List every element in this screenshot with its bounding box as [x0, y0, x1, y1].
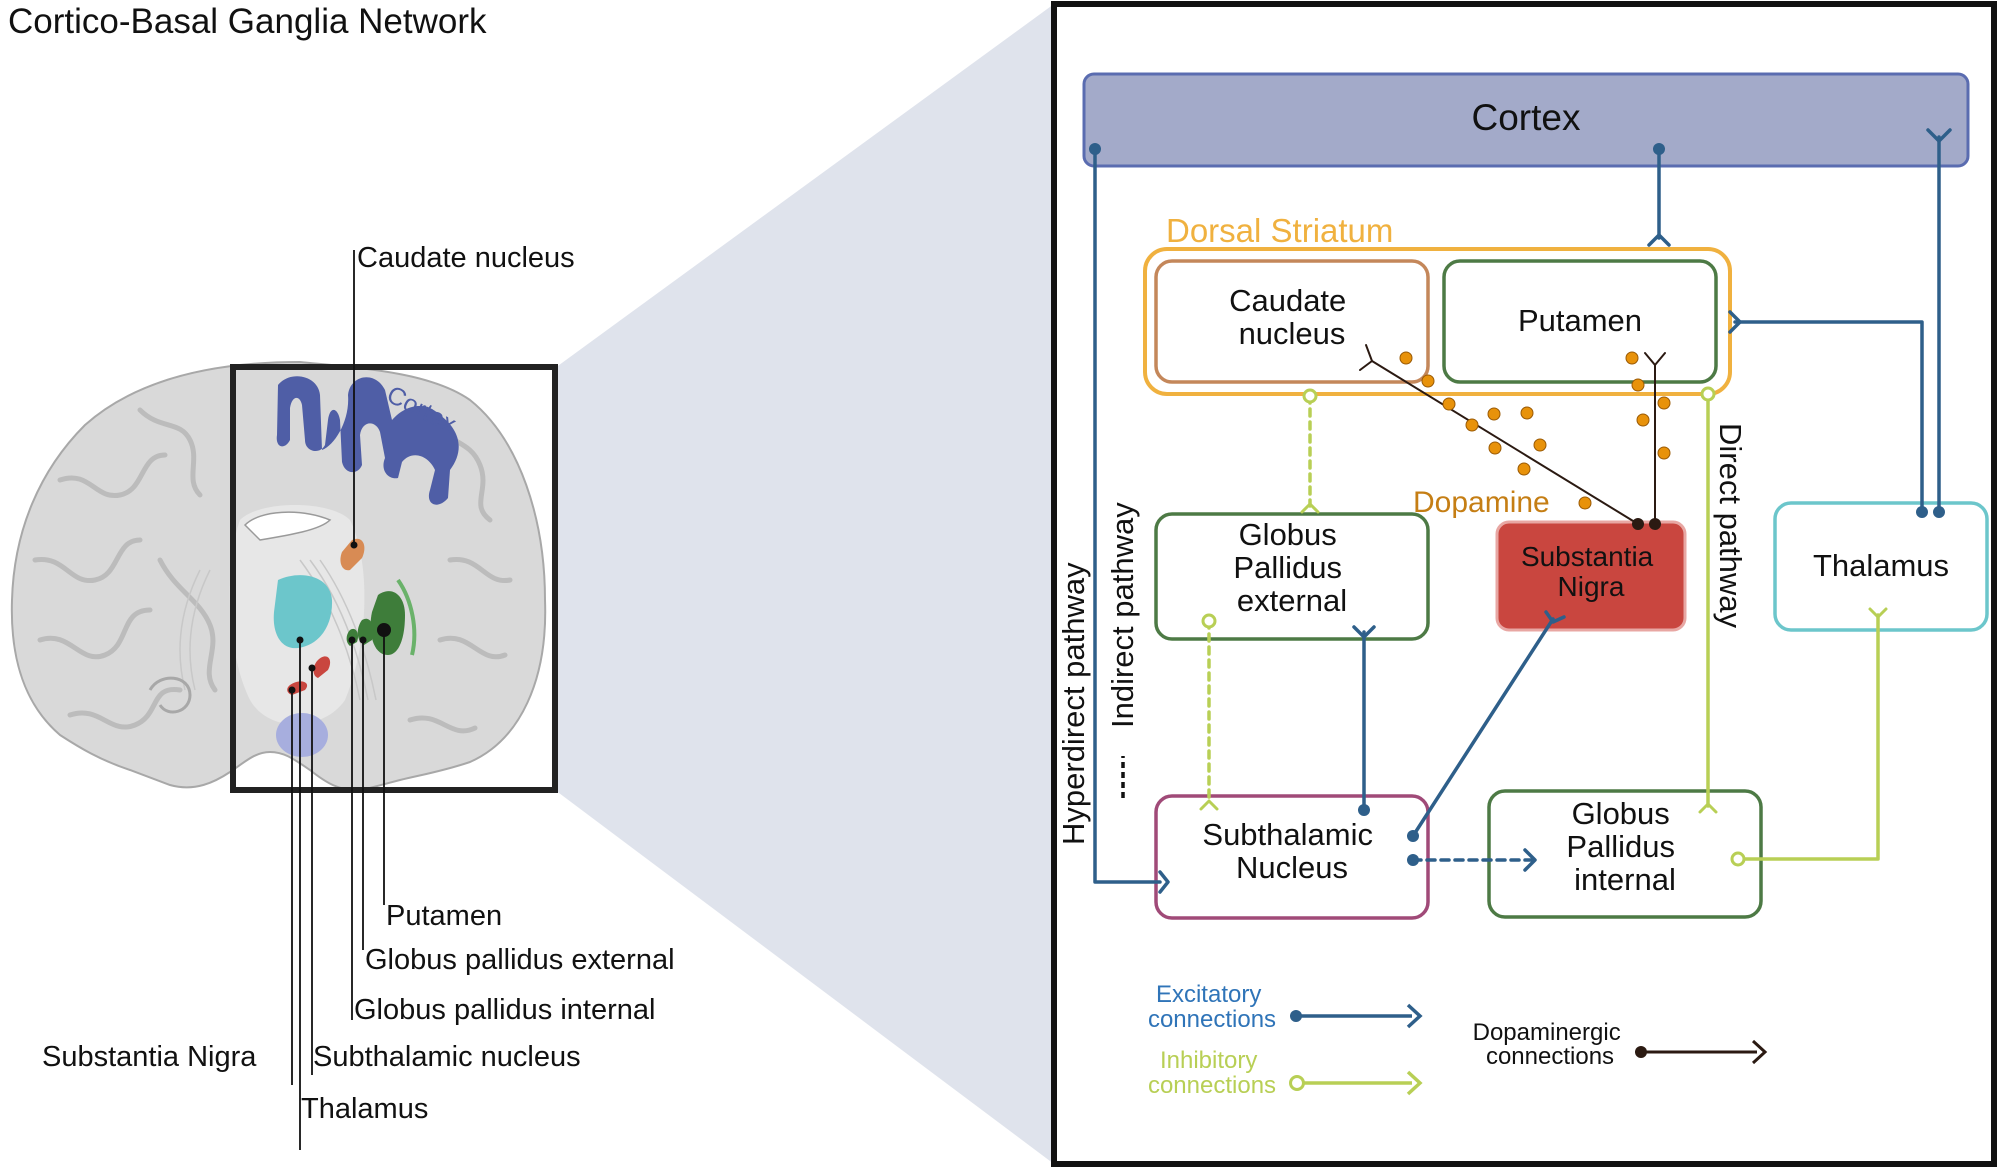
putamen-box	[1442, 259, 1718, 384]
label-thalamus: Thalamus	[301, 1093, 428, 1125]
label-globus-pallidus-external: Globus pallidus external	[365, 944, 675, 976]
legend: Excitatory connections Inhibitory connec…	[1148, 981, 1768, 1099]
label-caudate-nucleus: Caudate nucleus	[357, 242, 575, 274]
legend-excitatory-label: Excitatory connections	[1148, 981, 1276, 1033]
brain-putamen	[370, 591, 405, 655]
conn-gpi-thalamus	[1736, 613, 1880, 861]
figure-title: Cortico-Basal Ganglia Network	[8, 2, 487, 41]
conn-sn-caudate	[1371, 360, 1639, 525]
conn-hyperdirect	[1093, 147, 1162, 884]
caudate-box-label: Caudate nucleus	[1229, 283, 1355, 351]
brain-caudate	[340, 538, 365, 571]
label-substantia-nigra: Substantia Nigra	[42, 1041, 257, 1073]
indirect-pathway-label-group: Indirect pathway	[1105, 502, 1140, 798]
thalamus-box-label: Thalamus	[1813, 548, 1949, 583]
indirect-pathway-label: Indirect pathway	[1105, 502, 1140, 728]
cortex-box	[1082, 72, 1970, 168]
dorsal-striatum-box	[1143, 247, 1732, 396]
putamen-box-label: Putamen	[1518, 303, 1642, 338]
cortex-box-label: Cortex	[1472, 97, 1581, 138]
thalamus-box	[1773, 501, 1989, 632]
conn-stn-sn	[1411, 617, 1555, 838]
gpi-box	[1487, 789, 1763, 919]
label-subthalamic-nucleus: Subthalamic nucleus	[313, 1041, 581, 1073]
dorsal-striatum-label: Dorsal Striatum	[1166, 212, 1393, 249]
gpe-box-label: Globus Pallidus external	[1233, 517, 1350, 618]
hyperdirect-pathway-label: Hyperdirect pathway	[1056, 562, 1091, 845]
stn-box-label: Subthalamic Nucleus	[1202, 817, 1381, 885]
caudate-box	[1154, 259, 1430, 384]
brain-pons	[276, 713, 328, 757]
substantia-nigra-box	[1495, 520, 1687, 632]
dopamine-label: Dopamine	[1413, 486, 1550, 519]
substantia-nigra-box-label: Substantia Nigra	[1521, 541, 1661, 602]
stn-box	[1154, 794, 1430, 920]
label-putamen: Putamen	[386, 900, 502, 932]
conn-thalamus-putamen	[1733, 320, 1924, 514]
zoom-wedge	[555, 4, 1054, 1164]
direct-pathway-label: Direct pathway	[1713, 423, 1748, 629]
label-globus-pallidus-internal: Globus pallidus internal	[354, 994, 655, 1026]
brain-section: Cortex Caudate nucleus Putamen Globus pa…	[10, 242, 675, 1150]
gpe-box	[1154, 512, 1430, 641]
gpi-box-label: Globus Pallidus internal	[1566, 796, 1683, 897]
legend-dopaminergic-label: Dopaminergic connections	[1473, 1019, 1628, 1070]
dopamine-dots	[1399, 351, 1671, 510]
brain-cortex-region	[276, 376, 459, 505]
brain-zoom-frame	[230, 364, 558, 793]
legend-inhibitory-label: Inhibitory connections	[1148, 1047, 1276, 1099]
brain-thalamus-region	[273, 575, 333, 649]
brain-substantia-nigra	[313, 656, 331, 678]
